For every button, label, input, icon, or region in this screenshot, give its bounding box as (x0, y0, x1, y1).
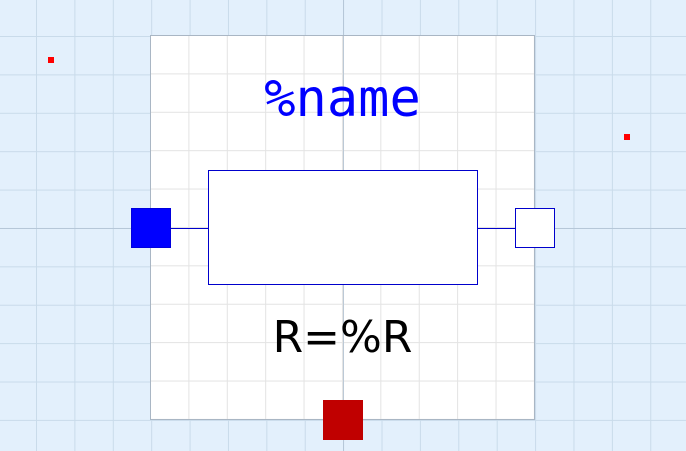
resistance-parameter-label[interactable]: R=%R (272, 312, 413, 363)
selection-handle-marker[interactable] (48, 57, 54, 63)
positive-pin-connector[interactable] (131, 208, 171, 248)
left-lead-wire (170, 228, 208, 229)
negative-pin-connector[interactable] (515, 208, 555, 248)
heat-port-connector[interactable] (323, 400, 363, 440)
right-lead-wire (478, 228, 515, 229)
component-name-label[interactable]: %name (264, 69, 421, 129)
resistor-body-rectangle[interactable] (208, 170, 478, 285)
selection-handle-marker[interactable] (624, 134, 630, 140)
